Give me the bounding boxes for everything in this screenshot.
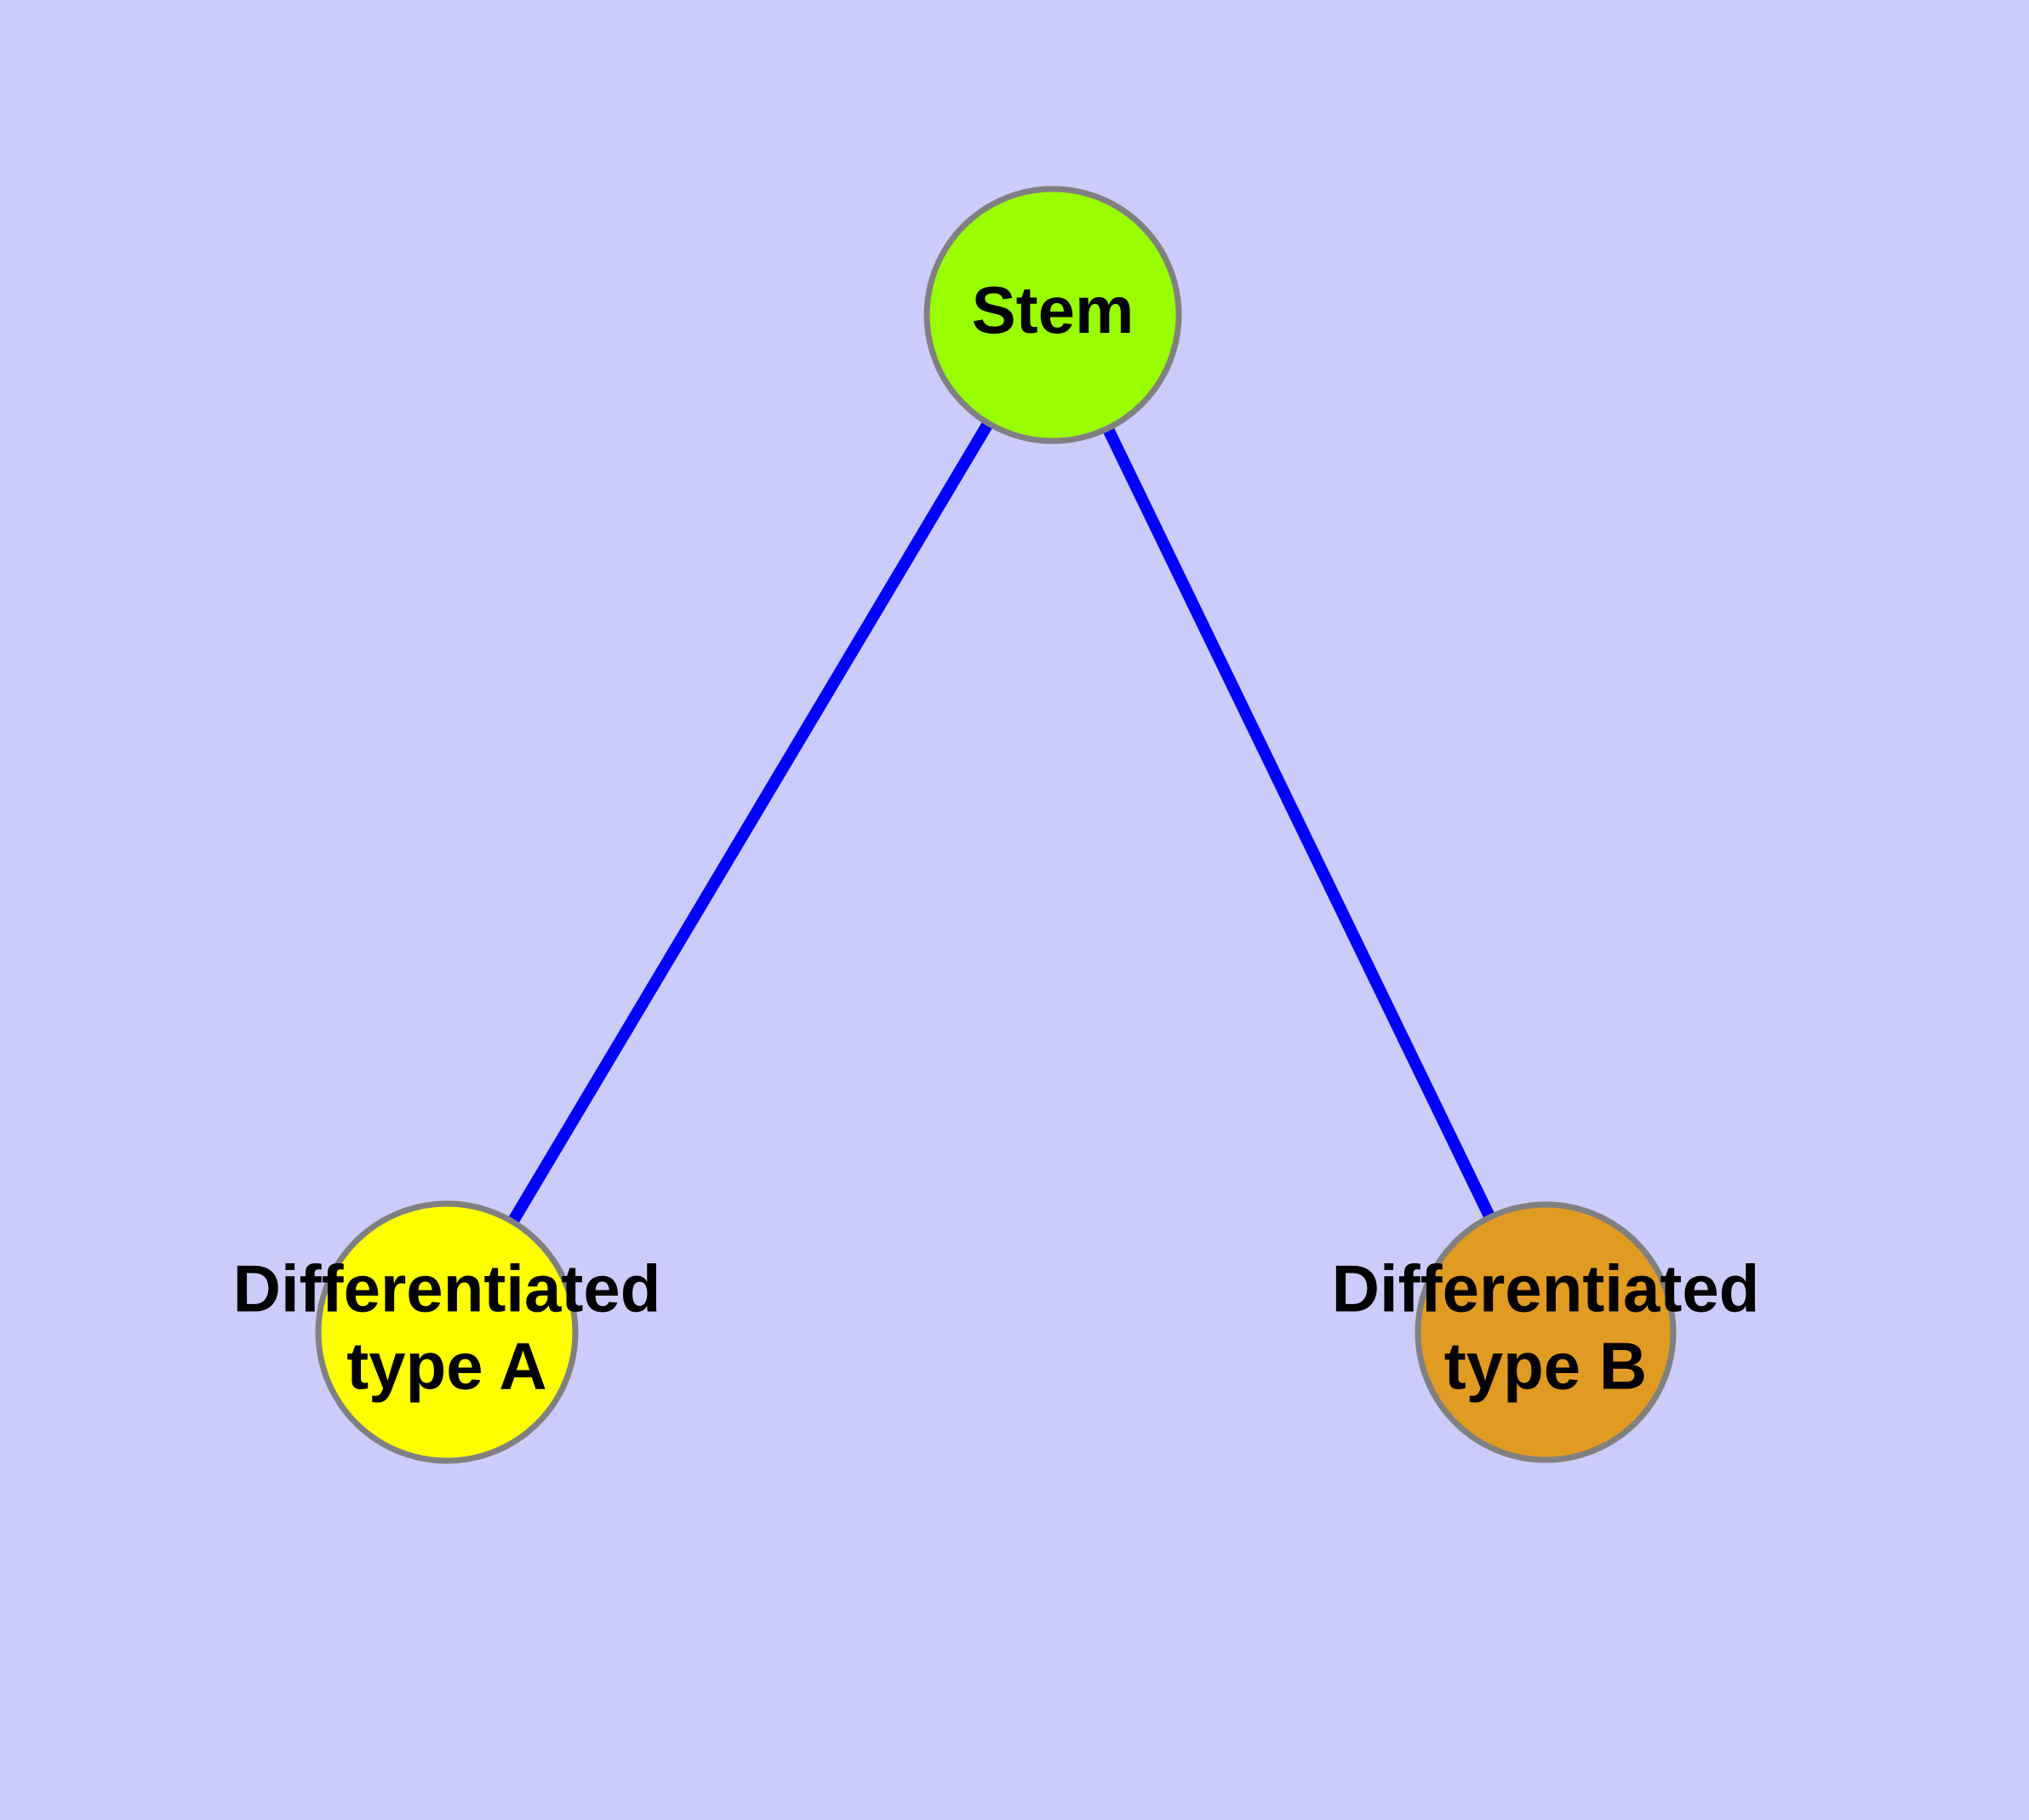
edge-stem-diff-b[interactable] — [1047, 312, 1552, 1336]
node-label-stem: Stem — [972, 272, 1135, 347]
nodes-layer — [315, 186, 1677, 1464]
node-label-line: Stem — [972, 272, 1135, 347]
node-stem[interactable] — [923, 186, 1182, 444]
node-label-line: Differentiated — [233, 1251, 661, 1325]
node-diff_a[interactable] — [315, 1200, 579, 1464]
node-label-line: type B — [1444, 1328, 1647, 1403]
edge-stem-diff-a[interactable] — [441, 312, 1059, 1336]
node-diff_b[interactable] — [1415, 1201, 1677, 1463]
node-label-line: Differentiated — [1332, 1251, 1760, 1325]
edges-layer — [441, 312, 1552, 1336]
node-label-line: type A — [346, 1328, 547, 1403]
